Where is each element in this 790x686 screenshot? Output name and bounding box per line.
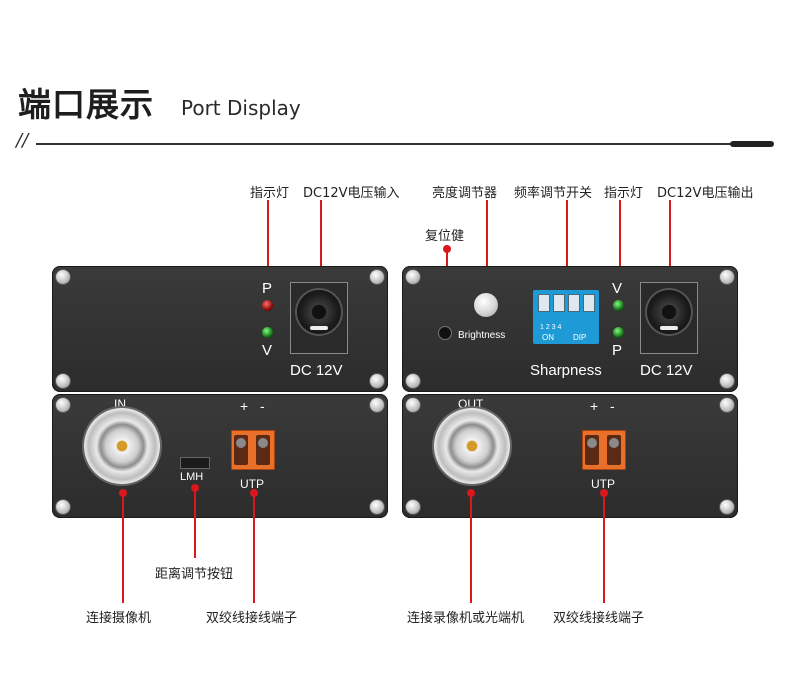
- terminal-screw-icon: [258, 438, 268, 448]
- led-p-label-right: P: [612, 342, 623, 359]
- screw-icon: [720, 398, 734, 412]
- led-p-label: P: [262, 280, 273, 297]
- utp-label-right: UTP: [591, 477, 615, 491]
- led-v-label: V: [262, 342, 273, 359]
- label-dc-output: DC12V电压输出: [657, 186, 754, 201]
- callout-line: [486, 200, 488, 270]
- callout-line: [320, 200, 322, 270]
- screw-icon: [370, 374, 384, 388]
- terminal-screw-icon: [609, 438, 619, 448]
- dip-numbers: 1 2 3 4: [540, 324, 562, 331]
- label-dc-input: DC12V电压输入: [303, 186, 400, 201]
- dip-dip-label: DIP: [573, 333, 587, 342]
- callout-line: [619, 200, 621, 270]
- dc-pin: [660, 326, 678, 330]
- rule-mark: //: [16, 130, 29, 151]
- page-title: 端口展示: [18, 85, 154, 124]
- screw-icon: [720, 374, 734, 388]
- terminal-plus: +: [590, 398, 599, 414]
- page-subtitle: Port Display: [181, 96, 301, 120]
- screw-icon: [406, 374, 420, 388]
- label-indicator-left: 指示灯: [250, 186, 290, 201]
- bnc-connector-icon[interactable]: [434, 408, 510, 484]
- bnc-connector-icon[interactable]: [84, 408, 160, 484]
- callout-line: [194, 488, 196, 558]
- bnc-in-label: IN: [114, 397, 126, 411]
- screw-icon: [370, 500, 384, 514]
- dip-on-label: ON: [542, 333, 554, 342]
- led-green-icon: [613, 327, 624, 338]
- reset-button[interactable]: [439, 327, 451, 339]
- led-v-label-right: V: [612, 280, 623, 297]
- screw-icon: [406, 500, 420, 514]
- terminal-screw-icon: [236, 438, 246, 448]
- label-camera: 连接摄像机: [86, 611, 152, 626]
- led-red-icon: [262, 300, 273, 311]
- bnc-out-label: OUT: [458, 397, 484, 411]
- dip-switch-lever[interactable]: [583, 294, 595, 312]
- sharpness-label: Sharpness: [530, 362, 602, 379]
- distance-switch[interactable]: [180, 457, 210, 469]
- label-twisted-pair-left: 双绞线接线端子: [206, 611, 298, 626]
- callout-line: [122, 493, 124, 603]
- divider-cap: [730, 141, 774, 147]
- callout-dot: [443, 245, 451, 253]
- callout-line: [253, 493, 255, 603]
- label-recorder: 连接录像机或光端机: [407, 611, 525, 626]
- screw-icon: [56, 500, 70, 514]
- label-brightness: 亮度调节器: [432, 186, 498, 201]
- screw-icon: [370, 270, 384, 284]
- label-indicator-right: 指示灯: [604, 186, 644, 201]
- switch-label: LMH: [180, 471, 204, 483]
- label-distance-switch: 距离调节按钮: [155, 567, 234, 582]
- screw-icon: [720, 500, 734, 514]
- utp-label-left: UTP: [240, 477, 264, 491]
- dc-label-left: DC 12V: [290, 362, 343, 379]
- brightness-knob[interactable]: [474, 293, 498, 317]
- dip-switch-lever[interactable]: [568, 294, 580, 312]
- terminal-minus: -: [610, 398, 615, 414]
- callout-line: [603, 493, 605, 603]
- led-green-icon: [262, 327, 273, 338]
- callout-line: [669, 200, 671, 270]
- terminal-plus: +: [240, 398, 249, 414]
- dip-switch-lever[interactable]: [553, 294, 565, 312]
- label-reset: 复位健: [425, 229, 465, 244]
- label-frequency: 频率调节开关: [514, 186, 593, 201]
- screw-icon: [56, 270, 70, 284]
- divider-line: [36, 143, 736, 145]
- screw-icon: [406, 398, 420, 412]
- callout-line: [267, 200, 269, 270]
- dc-pin: [310, 326, 328, 330]
- label-twisted-pair-right: 双绞线接线端子: [553, 611, 645, 626]
- screw-icon: [720, 270, 734, 284]
- screw-icon: [56, 398, 70, 412]
- terminal-minus: -: [260, 398, 265, 414]
- terminal-screw-icon: [587, 438, 597, 448]
- screw-icon: [370, 398, 384, 412]
- screw-icon: [56, 374, 70, 388]
- callout-line: [470, 493, 472, 603]
- dc-label-right: DC 12V: [640, 362, 693, 379]
- callout-line: [566, 200, 568, 270]
- dip-switch-lever[interactable]: [538, 294, 550, 312]
- screw-icon: [406, 270, 420, 284]
- brightness-label: Brightness: [458, 330, 506, 341]
- led-green-icon: [613, 300, 624, 311]
